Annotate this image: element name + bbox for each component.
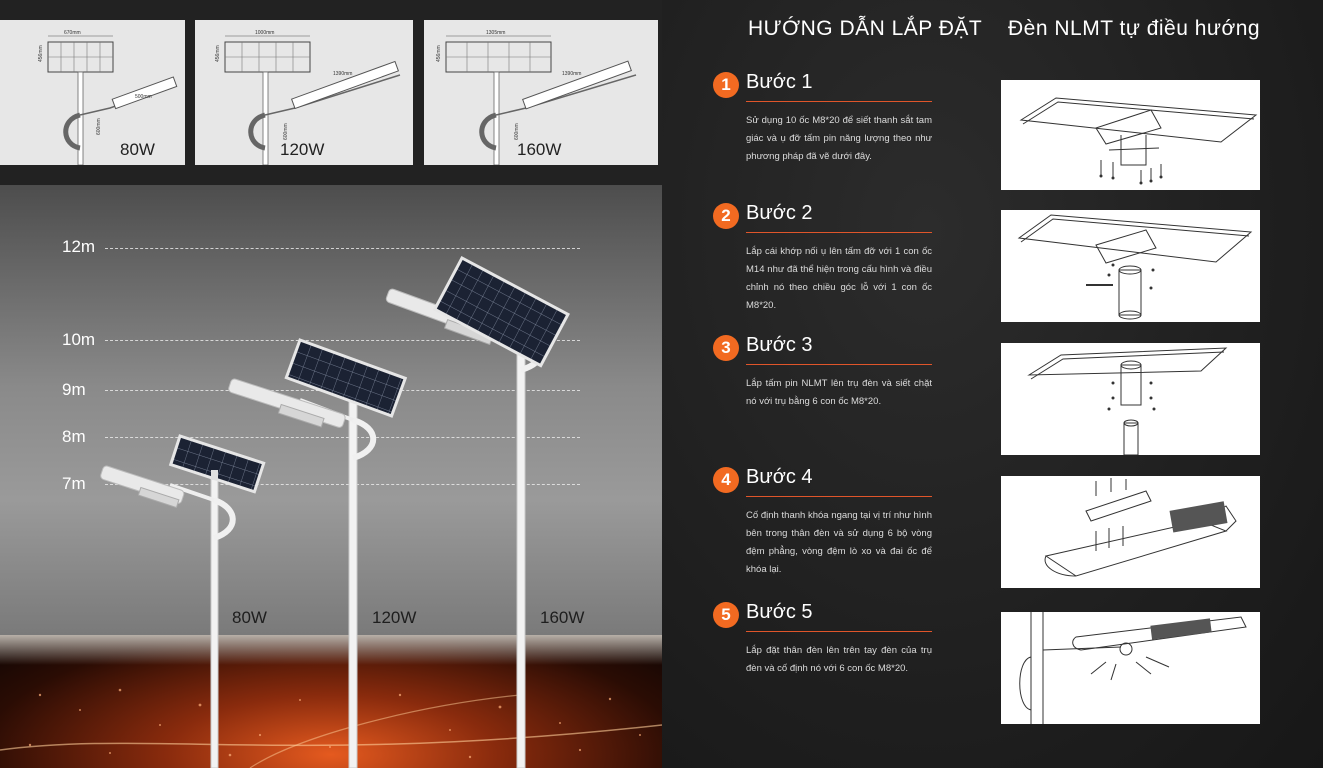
svg-text:600mm: 600mm — [514, 123, 520, 140]
height-label: 9m — [62, 380, 86, 399]
svg-text:456mm: 456mm — [215, 45, 221, 62]
svg-text:600mm: 600mm — [96, 118, 102, 135]
product-title: Đèn NLMT tự điều hướng — [1008, 17, 1261, 40]
step-title: Bước 5 — [746, 601, 813, 623]
pole-watt-label: 120W — [372, 608, 417, 627]
spec-watt-label: 160W — [517, 140, 562, 159]
svg-text:1390mm: 1390mm — [333, 71, 352, 77]
step-title: Bước 2 — [746, 202, 813, 224]
step-divider — [746, 364, 932, 365]
spec-drawing-160w: 1305mm 456mm 1390mm 600mm — [436, 30, 637, 166]
step-number: 5 — [713, 602, 739, 628]
step-1: 1 Bước 1 Sử dụng 10 ốc M8*20 để siết tha… — [713, 71, 933, 182]
panel-mount-drawing — [1027, 347, 1228, 456]
height-line-7m — [105, 484, 580, 485]
height-line-10m — [105, 340, 580, 341]
svg-text:1000mm: 1000mm — [255, 30, 274, 36]
svg-text:1305mm: 1305mm — [486, 30, 505, 36]
step-2-diagram — [1001, 210, 1260, 322]
city-night-photo — [0, 635, 662, 768]
lamp-mount-drawing — [1019, 612, 1247, 724]
svg-text:500mm: 500mm — [135, 94, 152, 100]
step-4-diagram — [1001, 476, 1260, 588]
pole-watt-label: 160W — [540, 608, 585, 627]
step-number: 4 — [713, 467, 739, 493]
height-line-8m — [105, 437, 580, 438]
step-description: Lắp cái khớp nối ụ lên tấm đỡ với 1 con … — [746, 246, 932, 311]
step-description: Lắp tấm pin NLMT lên trụ đèn và siết chặ… — [746, 378, 932, 407]
height-label: 10m — [62, 330, 96, 349]
pole-watt-label: 80W — [232, 608, 267, 627]
step-number: 1 — [713, 72, 739, 98]
bracket-assembly-drawing — [1019, 97, 1258, 185]
spec-drawing-120w: 1000mm 456mm 1390mm 600mm — [215, 30, 401, 166]
height-label: 12m — [62, 237, 96, 256]
lamp-120w — [228, 338, 408, 768]
svg-text:456mm: 456mm — [38, 45, 44, 62]
svg-text:456mm: 456mm — [436, 45, 442, 62]
height-label: 8m — [62, 427, 86, 446]
step-2: 2 Bước 2 Lắp cái khớp nối ụ lên tấm đỡ v… — [713, 202, 933, 313]
step-number: 2 — [713, 203, 739, 229]
step-title: Bước 4 — [746, 466, 813, 488]
lamp-160w — [385, 255, 570, 768]
spec-watt-label: 120W — [280, 140, 325, 159]
lamp-80w — [100, 434, 266, 768]
step-4: 4 Bước 4 Cố định thanh khóa ngang tại vị… — [713, 466, 933, 587]
height-label: 7m — [62, 474, 86, 493]
step-divider — [746, 496, 932, 497]
step-divider — [746, 631, 932, 632]
svg-text:1390mm: 1390mm — [562, 71, 581, 77]
step-5-diagram — [1001, 612, 1260, 724]
step-5: 5 Bước 5 Lắp đặt thân đèn lên trên tay đ… — [713, 601, 933, 712]
height-line-12m — [105, 248, 580, 249]
spec-card-80w: 670mm 456mm 500mm 600mm 80W — [0, 20, 185, 166]
step-description: Sử dụng 10 ốc M8*20 để siết thanh sắt ta… — [746, 115, 932, 162]
spec-drawing-80w: 670mm 456mm 500mm 600mm — [38, 30, 178, 166]
step-number: 3 — [713, 335, 739, 361]
step-3: 3 Bước 3 Lắp tấm pin NLMT lên trụ đèn và… — [713, 334, 933, 445]
spec-card-160w: 1305mm 456mm 1390mm 600mm 160W — [424, 20, 658, 166]
step-divider — [746, 232, 932, 233]
spec-watt-label: 80W — [120, 140, 155, 159]
step-title: Bước 3 — [746, 334, 813, 356]
product-visual-panel: 670mm 456mm 500mm 600mm 80W 1000mm 456mm… — [0, 0, 662, 768]
step-divider — [746, 101, 932, 102]
step-description: Cố định thanh khóa ngang tại vị trí như … — [746, 510, 932, 575]
svg-text:600mm: 600mm — [283, 123, 289, 140]
guide-title: HƯỚNG DẪN LẮP ĐẶT — [748, 17, 983, 40]
joint-assembly-drawing — [1017, 214, 1253, 320]
solar-street-lamps — [100, 255, 570, 768]
step-title: Bước 1 — [746, 71, 813, 93]
step-1-diagram — [1001, 80, 1260, 190]
svg-text:670mm: 670mm — [64, 30, 81, 36]
step-description: Lắp đặt thân đèn lên trên tay đèn của tr… — [746, 645, 932, 674]
lock-bar-drawing — [1044, 478, 1237, 577]
step-3-diagram — [1001, 343, 1260, 456]
spec-card-120w: 1000mm 456mm 1390mm 600mm 120W — [195, 20, 413, 166]
